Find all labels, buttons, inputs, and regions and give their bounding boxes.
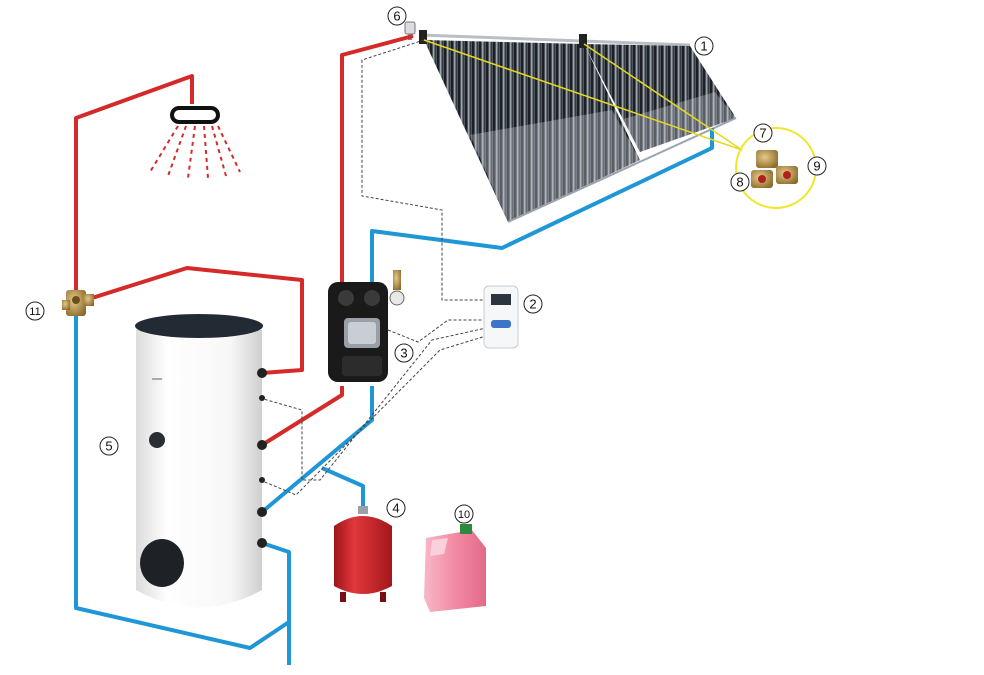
callout-10-label: 10 — [458, 509, 470, 521]
tank-port — [149, 432, 165, 448]
cold-pipe-tank-inlet — [261, 541, 291, 622]
callout-3: 3 — [394, 343, 414, 363]
collector-header-pipe — [419, 33, 691, 47]
cold-pipes — [74, 128, 714, 665]
collector-panel-left-sheen — [470, 110, 640, 222]
shower-head-icon — [149, 106, 241, 179]
callout-6-label: 6 — [393, 9, 400, 24]
callout-11-label: 11 — [29, 306, 40, 318]
callout-8: 8 — [730, 172, 750, 192]
storage-tank-icon — [135, 314, 267, 608]
hot-pipe-station-to-coil — [260, 386, 344, 447]
sensor-wire-collector — [361, 39, 486, 301]
antifreeze-canister-icon — [424, 524, 486, 612]
mixing-valve-icon — [62, 290, 94, 316]
callout-2: 2 — [523, 294, 543, 314]
collector-panel-left — [424, 40, 640, 222]
fittings-icon — [751, 150, 798, 188]
callout-7-label: 7 — [759, 126, 766, 141]
pump-station-icon — [328, 270, 405, 382]
fittings-links — [423, 39, 743, 151]
callout-8-label: 8 — [736, 175, 743, 190]
callout-1: 1 — [694, 36, 714, 56]
callout-1-label: 1 — [700, 39, 707, 54]
hot-pipe-collector-to-station — [340, 34, 414, 290]
callout-11: 11 — [25, 301, 45, 321]
callout-3-label: 3 — [400, 346, 407, 361]
cold-pipe-station-to-coil — [260, 386, 374, 514]
callout-9-label: 9 — [813, 159, 820, 174]
callout-9: 9 — [807, 156, 827, 176]
callout-4: 4 — [386, 498, 406, 518]
sensor-wire-station — [387, 319, 486, 343]
collector-panel-right-sheen — [620, 92, 736, 152]
cold-pipe-collector-return — [370, 128, 714, 290]
callout-7: 7 — [753, 123, 773, 143]
hot-pipe-tank-outlet — [91, 266, 304, 375]
sensor-wire-tank-b — [259, 335, 487, 496]
expansion-vessel-icon — [334, 506, 392, 602]
collector-manifold-left — [419, 30, 427, 44]
tank-flange — [140, 539, 184, 587]
collector-panel-right — [584, 44, 736, 152]
callout-5-label: 5 — [105, 439, 112, 454]
solar-collector — [419, 30, 737, 223]
tank-connections — [257, 368, 267, 548]
cold-pipe-vessel-branch — [321, 466, 365, 510]
pressure-gauge — [389, 290, 405, 306]
hot-pipes — [74, 34, 414, 447]
solar-controller-icon — [483, 285, 519, 349]
collector-manifold-right — [579, 34, 587, 48]
fittings-highlight-ring — [735, 127, 817, 209]
cold-pipe-mains — [74, 310, 291, 665]
callout-10: 10 — [454, 504, 474, 524]
callout-4-label: 4 — [392, 501, 399, 516]
callout-2-label: 2 — [529, 297, 536, 312]
callout-5: 5 — [99, 436, 119, 456]
hot-pipe-shower-line — [74, 74, 194, 290]
callout-6: 6 — [387, 6, 407, 26]
signal-wires — [259, 39, 487, 496]
